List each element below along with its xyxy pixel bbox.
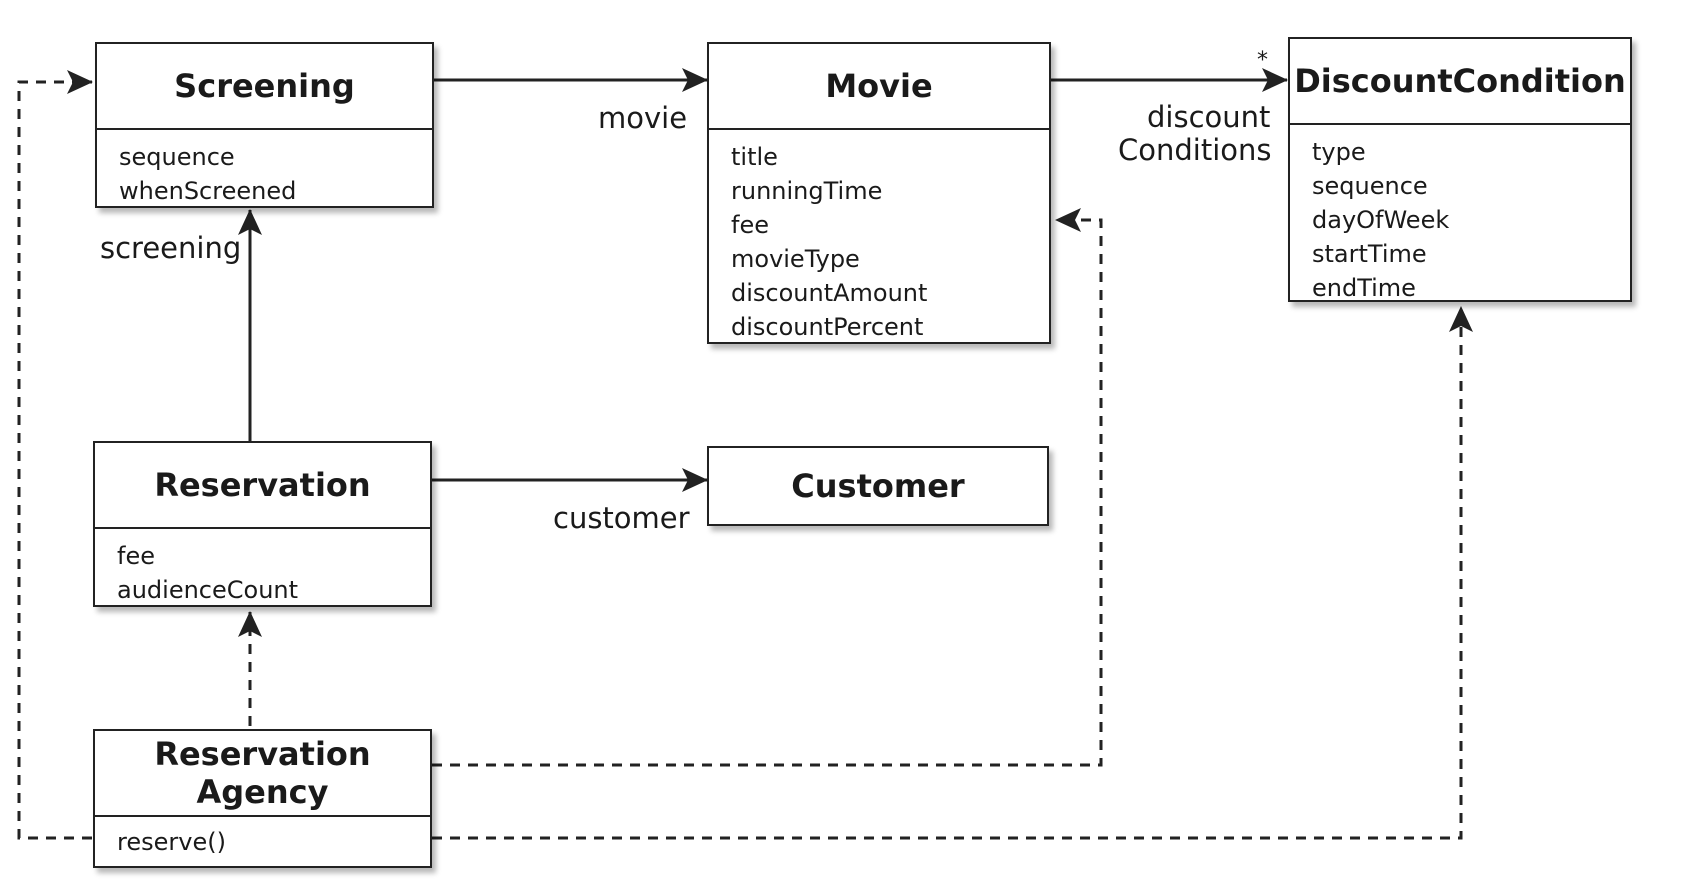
role-label-screening: screening — [100, 231, 242, 265]
class-screening: Screening sequence whenScreened — [95, 42, 434, 208]
class-reservation-agency: Reservation Agency reserve() — [93, 729, 432, 868]
role-label-discount-line2: Conditions — [1118, 133, 1272, 167]
multiplicity-label: * — [1257, 48, 1268, 73]
class-reservation: Reservation fee audienceCount — [93, 441, 432, 607]
dependency-agency-discountcondition — [432, 306, 1473, 840]
attribute-list: title runningTime fee movieType discount… — [709, 128, 1049, 342]
attribute: whenScreened — [119, 177, 297, 205]
attribute: type — [1312, 138, 1366, 166]
role-label-customer: customer — [553, 501, 690, 535]
role-label-discount-line1: discount — [1147, 100, 1271, 134]
attribute-list: type sequence dayOfWeek startTime endTim… — [1290, 123, 1630, 302]
class-name-line: Agency — [196, 773, 329, 811]
attribute: discountAmount — [731, 279, 928, 307]
method: reserve() — [117, 828, 226, 856]
attribute: fee — [117, 542, 155, 570]
dependency-agency-screening — [17, 70, 93, 840]
class-customer: Customer — [707, 446, 1049, 526]
attribute-list: fee audienceCount — [95, 527, 430, 605]
attribute: title — [731, 143, 778, 171]
attribute: audienceCount — [117, 576, 299, 604]
role-label-movie: movie — [598, 101, 688, 135]
attribute: discountPercent — [731, 313, 924, 341]
attribute: movieType — [731, 245, 860, 273]
class-name: Movie — [825, 67, 933, 105]
class-discount-condition: DiscountCondition type sequence dayOfWee… — [1288, 37, 1632, 302]
class-name: DiscountCondition — [1294, 62, 1626, 100]
class-name: Reservation — [154, 466, 371, 504]
class-movie: Movie title runningTime fee movieType di… — [707, 42, 1051, 344]
class-name-line: Reservation — [154, 735, 371, 773]
attribute: runningTime — [731, 177, 883, 205]
attribute: dayOfWeek — [1312, 206, 1450, 234]
method-list: reserve() — [95, 815, 430, 866]
attribute: sequence — [1312, 172, 1428, 200]
attribute: endTime — [1312, 274, 1416, 302]
attribute-list: sequence whenScreened — [97, 128, 432, 206]
attribute: fee — [731, 211, 769, 239]
class-name: Reservation Agency — [95, 731, 430, 815]
attribute: sequence — [119, 143, 235, 171]
class-name: Customer — [791, 467, 965, 505]
dependency-agency-movie — [432, 208, 1103, 767]
attribute: startTime — [1312, 240, 1427, 268]
class-name: Screening — [174, 67, 355, 105]
